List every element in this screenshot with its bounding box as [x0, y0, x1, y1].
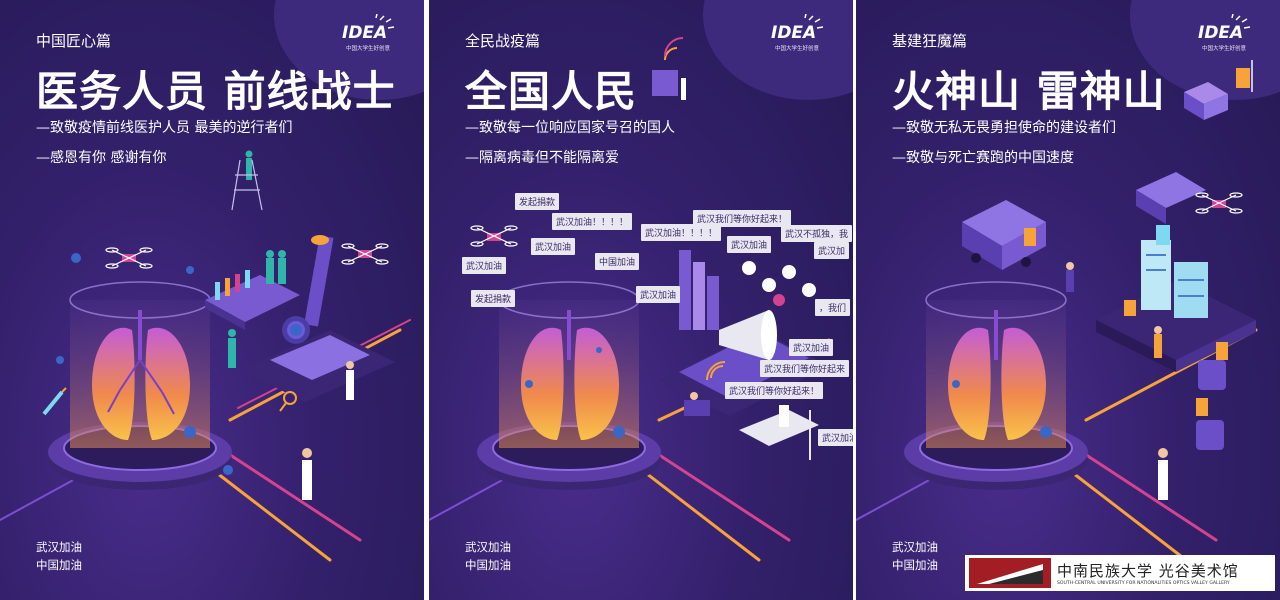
logo-wordmark: IDEA [342, 23, 387, 43]
logo-wordmark: IDEA [1198, 23, 1243, 43]
lungs-icon [92, 310, 190, 440]
microscope [240, 235, 395, 402]
chat-bubble: 武汉加油 [727, 236, 772, 253]
chat-bubble: 武汉我们等你好起来！ [725, 382, 824, 399]
poster-title: 火神山 雷神山 [892, 67, 1166, 116]
poster-title: 医务人员 前线战士 [36, 67, 396, 116]
lungs-icon [948, 310, 1046, 440]
desk-worker [684, 392, 819, 460]
workers [1066, 262, 1168, 500]
forklift-icon [1024, 60, 1253, 416]
poster-title: 全国人民 [465, 67, 638, 116]
chat-bubble: 武汉我们等你好起来！ [693, 210, 792, 227]
isometric-illustration [856, 60, 1258, 562]
idea-logo-mark: IDEA [771, 14, 824, 43]
chapter-label: 基建狂魔篇 [892, 32, 968, 50]
chat-bubble: ，我们 [815, 299, 851, 316]
gallery-name-cn: 中南民族大学 光谷美术馆 [1057, 562, 1239, 580]
virus-icons [56, 253, 302, 475]
chat-bubble: 武汉不孤独，我 [781, 225, 853, 242]
footer-slogan-1: 武汉加油 [36, 540, 82, 554]
chat-bubble: 武汉加油 [818, 429, 853, 446]
gallery-name-en: SOUTH-CENTRAL UNIVERSITY FOR NATIONALITI… [1057, 581, 1230, 586]
tribute-line-1: —致敬每一位响应国家号召的国人 [465, 120, 675, 136]
virus-icons [952, 380, 1052, 438]
tribute-line-2: —致敬与死亡赛跑的中国速度 [892, 150, 1074, 166]
poster-medical-staff: IDEA 中国大学生好创意 中国匠心篇 医务人员 前线战士 —致敬疫情前线医护人… [0, 0, 424, 600]
drone-icon [105, 247, 153, 269]
idea-logo: IDEA 中国大学生好创意 [769, 14, 839, 54]
chat-bubble: 武汉加 [814, 242, 850, 259]
wifi-icon [706, 361, 726, 381]
idea-logo-mark: IDEA [342, 14, 395, 43]
chapter-label: 全民战疫篇 [465, 32, 541, 50]
magnifier-icon [279, 391, 297, 412]
idea-logo-mark: IDEA [1198, 14, 1251, 43]
idea-logo: IDEA 中国大学生好创意 [340, 14, 410, 54]
virus-icons [525, 347, 625, 438]
gallery-logo: 中南民族大学 光谷美术馆 SOUTH-CENTRAL UNIVERSITY FO… [965, 555, 1275, 591]
lab-table [205, 270, 300, 330]
footer-slogan-2: 中国加油 [892, 558, 938, 572]
idea-logo: IDEA 中国大学生好创意 [1196, 14, 1266, 54]
logo-subtitle: 中国大学生好创意 [346, 46, 391, 52]
doctor-figures [228, 150, 354, 500]
chat-bubble: 武汉我们等你好起来 [760, 360, 850, 377]
chapter-label: 中国匠心篇 [36, 32, 112, 50]
tribute-line-1: —致敬无私无畏勇担使命的建设者们 [892, 120, 1116, 136]
emoji-icons [742, 261, 816, 306]
tribute-line-2: —隔离病毒但不能隔离爱 [465, 150, 619, 166]
logo-subtitle: 中国大学生好创意 [775, 46, 820, 52]
cargo-box [1184, 82, 1228, 120]
storage-tanks [1196, 360, 1226, 450]
tribute-line-1: —致敬疫情前线医护人员 最美的逆行者们 [36, 120, 293, 136]
truck-icon [1136, 172, 1206, 224]
chat-bubble: 武汉加油 [789, 339, 834, 356]
poster-all-people: 发起捐款 武汉加油！！！！ 武汉我们等你好起来！ 武汉加油 武汉加油！！！！ 武… [429, 0, 853, 600]
phone-platform [659, 250, 829, 416]
chat-bubble: 武汉加油 [462, 257, 507, 274]
footer-slogan-1: 武汉加油 [465, 540, 511, 554]
megaphone-icon [719, 310, 777, 360]
footer-slogan-2: 中国加油 [36, 558, 82, 572]
logo-wordmark: IDEA [771, 23, 816, 43]
isometric-illustration [0, 150, 411, 562]
chat-bubble: 发起捐款 [515, 193, 560, 210]
gallery-logo-mark [969, 558, 1051, 588]
chat-bubble: 发起捐款 [471, 290, 516, 307]
logo-subtitle: 中国大学生好创意 [1202, 46, 1247, 52]
isometric-illustration [429, 37, 831, 562]
drone-icon [341, 243, 389, 265]
chat-bubble: 武汉加油 [636, 286, 681, 303]
tribute-line-2: —感恩有你 感谢有你 [36, 150, 167, 166]
drone-icon [1195, 192, 1243, 214]
chat-bubble: 武汉加油 [531, 238, 576, 255]
syringe-icon [42, 387, 67, 416]
chat-bubble: 武汉加油！！！！ [552, 213, 633, 230]
drone-icon [470, 225, 518, 247]
footer-slogan-1: 武汉加油 [892, 540, 938, 554]
poster-infrastructure: IDEA 中国大学生好创意 基建狂魔篇 火神山 雷神山 —致敬无私无畏勇担使命的… [856, 0, 1280, 600]
chat-bubble: 中国加油 [595, 253, 640, 270]
footer-slogan-2: 中国加油 [465, 558, 511, 572]
lungs-icon [521, 310, 619, 440]
chat-bubble: 武汉加油！！！！ [641, 224, 722, 241]
hospital-buildings [1141, 225, 1208, 318]
broadcast-device [652, 37, 686, 100]
